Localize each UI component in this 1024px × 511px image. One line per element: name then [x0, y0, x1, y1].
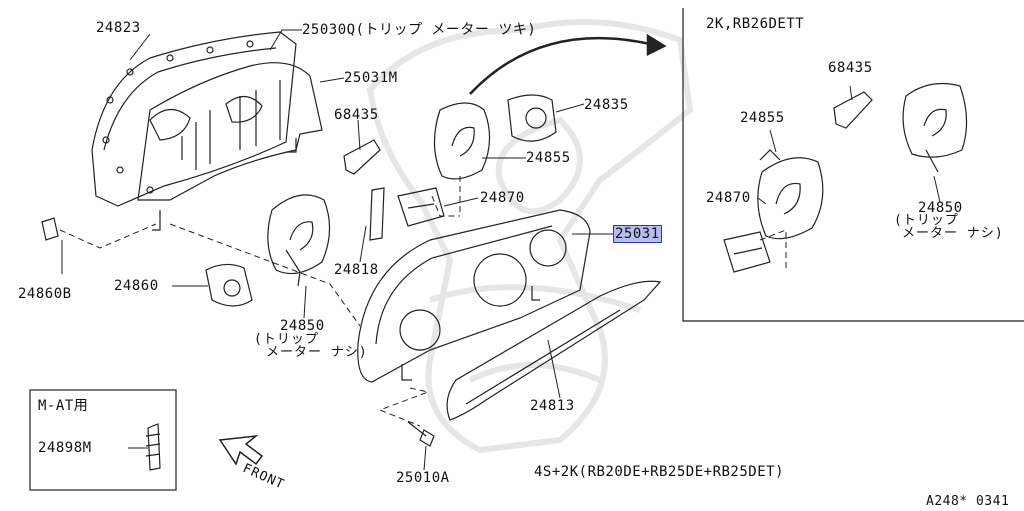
- part-label-68435-right[interactable]: 68435: [828, 60, 873, 76]
- watermark-crest: [366, 19, 694, 454]
- part-24898m: [145, 423, 161, 471]
- part-label-25031m[interactable]: 25031M: [344, 70, 398, 86]
- strip-24818: [369, 187, 385, 241]
- cluster-face-25031: [357, 209, 591, 383]
- front-arrow: [218, 434, 264, 466]
- note-right-line1: (トリップ: [894, 213, 959, 228]
- part-label-24813[interactable]: 24813: [530, 398, 575, 414]
- leader-lines: [61, 29, 941, 471]
- right-variant-frame: [682, 8, 1024, 322]
- part-label-24860b[interactable]: 24860B: [18, 286, 72, 302]
- gauge-24860: [205, 263, 253, 307]
- inset-title: M-AT用: [38, 398, 89, 414]
- gauge-24855-right: [757, 149, 824, 240]
- part-label-24818[interactable]: 24818: [334, 262, 379, 278]
- clip-24860b: [41, 217, 59, 241]
- gauge-24835: [507, 94, 557, 142]
- screw-25010a: [407, 421, 435, 447]
- plate-68435-right: [833, 91, 873, 129]
- part-label-24860[interactable]: 24860: [114, 278, 159, 294]
- part-label-24870-left[interactable]: 24870: [480, 190, 525, 206]
- part-label-24870-right[interactable]: 24870: [706, 190, 751, 206]
- note-right-line2: メーター ナシ): [902, 226, 1004, 241]
- part-label-24898m[interactable]: 24898M: [38, 440, 92, 456]
- gauge-24870-right: [723, 231, 771, 273]
- note-left-line2: メーター ナシ): [266, 345, 368, 360]
- part-label-24823[interactable]: 24823: [96, 20, 141, 36]
- part-label-24850-right[interactable]: 24850: [918, 200, 963, 216]
- right-variant-title: 2K,RB26DETT: [706, 16, 805, 32]
- part-label-24835[interactable]: 24835: [584, 97, 629, 113]
- dashed-guides: [59, 176, 787, 427]
- arrow-to-right-variant: [469, 33, 667, 95]
- part-label-24855-left[interactable]: 24855: [526, 150, 571, 166]
- part-label-68435-left[interactable]: 68435: [334, 107, 379, 123]
- part-label-24855-right[interactable]: 24855: [740, 110, 785, 126]
- bracket-cover-25030q: [91, 31, 297, 207]
- gauges-24850-right: [902, 83, 968, 173]
- inset-box: [29, 389, 177, 491]
- gauges-24850-left: [267, 194, 331, 287]
- footer-application-note: 4S+2K(RB20DE+RB25DE+RB25DET): [534, 464, 785, 480]
- figure-code: A248* 0341: [926, 494, 1010, 509]
- lens-24813: [446, 280, 662, 421]
- gauge-24855-left: [433, 102, 491, 180]
- plate-68435-left: [343, 139, 381, 175]
- part-label-25010a[interactable]: 25010A: [396, 470, 450, 486]
- part-label-24850-left[interactable]: 24850: [280, 318, 325, 334]
- note-left-line1: (トリップ: [254, 332, 319, 347]
- part-label-25030q[interactable]: 25030Q(トリップ メーター ツキ): [302, 22, 537, 38]
- cluster-housing-25031m: [137, 62, 323, 231]
- part-label-25031-highlighted[interactable]: 25031: [613, 225, 662, 243]
